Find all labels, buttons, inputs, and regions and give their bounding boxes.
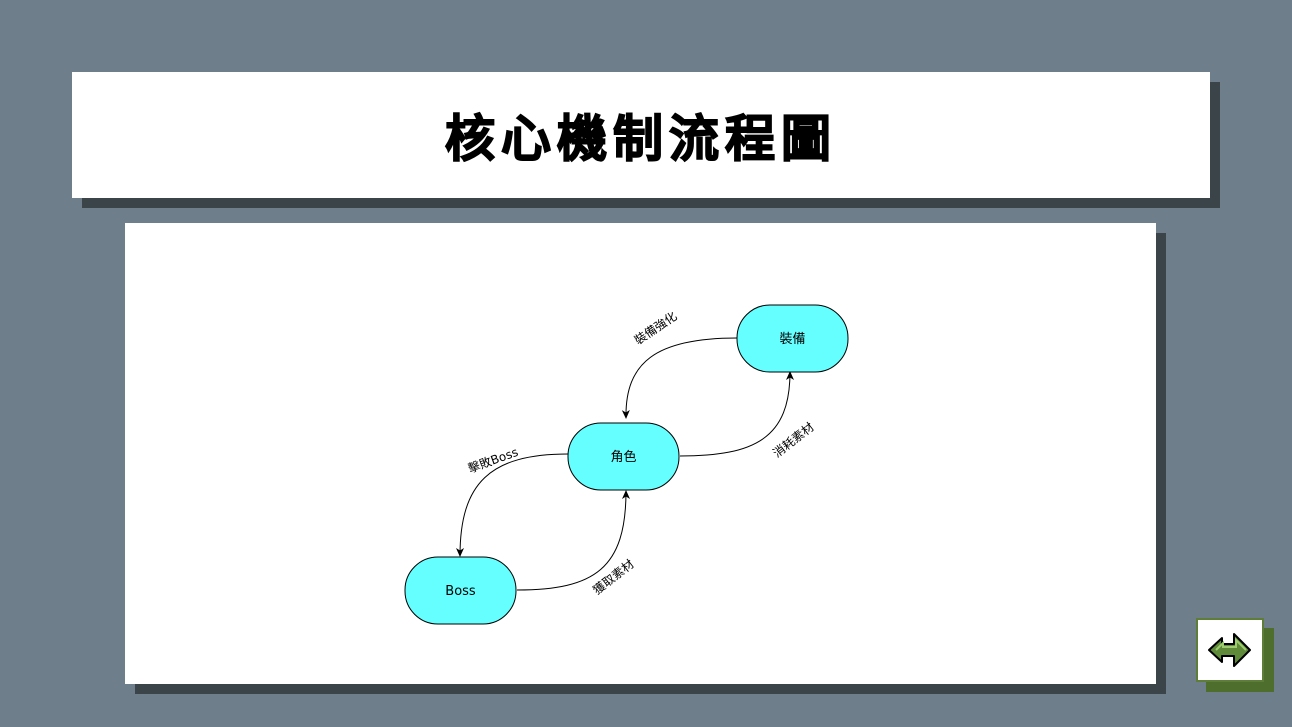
arrow-right-icon xyxy=(1208,633,1251,667)
flow-diagram: 裝備強化 消耗素材 擊敗Boss 獲取素材 裝備 角色 Boss xyxy=(404,304,849,625)
node-character-label: 角色 xyxy=(610,449,636,465)
diagram-card: 裝備強化 消耗素材 擊敗Boss 獲取素材 裝備 角色 Boss xyxy=(125,223,1156,684)
node-equipment: 裝備 xyxy=(736,304,849,373)
edge-equipment-to-character xyxy=(621,337,738,419)
node-boss: Boss xyxy=(404,556,517,625)
next-slide-button[interactable] xyxy=(1196,618,1264,682)
node-character: 角色 xyxy=(567,422,680,491)
edge-label-equipment-strengthen: 裝備強化 xyxy=(631,308,679,347)
title-card: 核心機制流程圖 xyxy=(72,72,1210,198)
edge-label-consume-materials: 消耗素材 xyxy=(770,420,816,461)
edge-boss-to-character xyxy=(516,490,630,591)
node-boss-label: Boss xyxy=(445,584,476,599)
slide-title: 核心機制流程圖 xyxy=(444,109,837,169)
node-equipment-label: 裝備 xyxy=(779,331,805,347)
edge-label-obtain-materials: 獲取素材 xyxy=(590,557,636,598)
edge-character-to-equipment xyxy=(679,371,794,457)
edge-character-to-boss xyxy=(456,453,569,557)
